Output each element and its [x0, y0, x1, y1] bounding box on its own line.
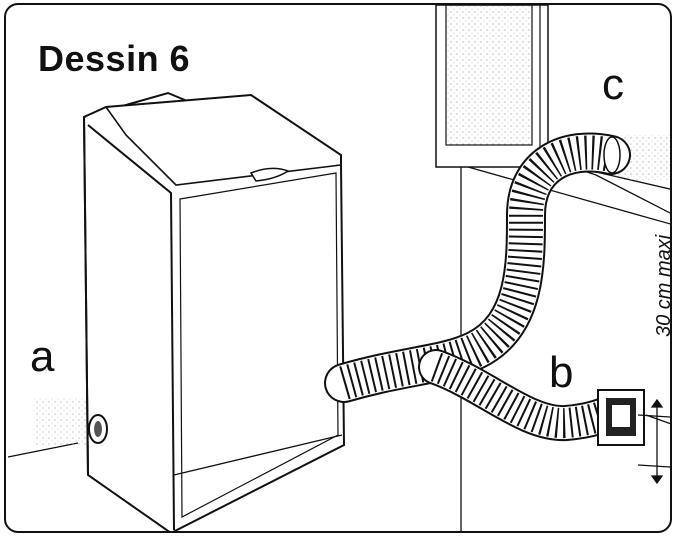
wall-cabinet	[435, 5, 549, 168]
label-c: c	[602, 60, 624, 109]
figure-title: Dessin 6	[38, 38, 191, 79]
drain-hose	[324, 132, 636, 441]
height-measurement: 30 cm maxi	[653, 234, 672, 337]
label-b: b	[549, 348, 574, 397]
figure-frame: Dessin 6 a b c 30 cm maxi	[4, 3, 672, 533]
installation-illustration	[7, 5, 670, 531]
height-marker	[637, 398, 670, 485]
label-a: a	[30, 332, 55, 381]
washing-machine	[34, 91, 346, 531]
wall-drain	[597, 389, 645, 446]
